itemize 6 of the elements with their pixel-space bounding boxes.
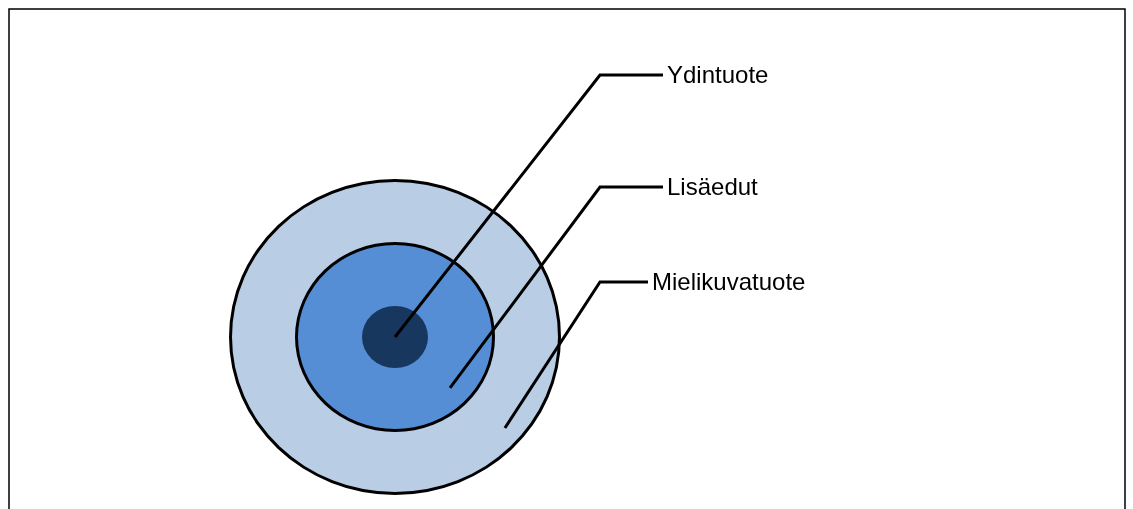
ring-label: Lisäedut bbox=[667, 173, 758, 201]
ring-label: Mielikuvatuote bbox=[652, 268, 806, 296]
leader-line bbox=[393, 73, 663, 338]
ring-label: Ydintuote bbox=[667, 61, 769, 89]
leader-line bbox=[448, 185, 663, 389]
leader-line bbox=[503, 280, 648, 429]
